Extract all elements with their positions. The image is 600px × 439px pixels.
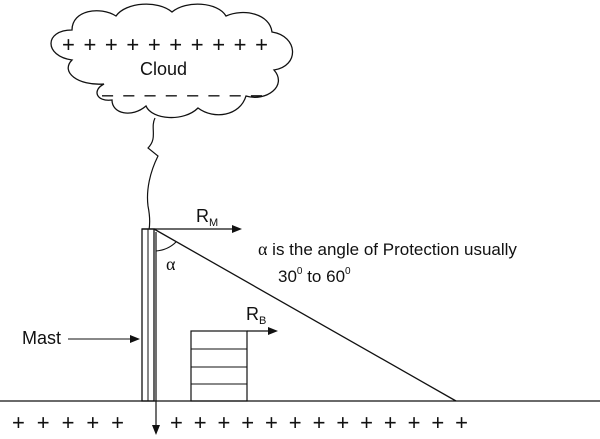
- cloud-top-charges: + + + + + + + + + +: [62, 32, 268, 57]
- protection-note-line1: α is the angle of Protection usually: [258, 239, 517, 259]
- cloud-label: Cloud: [140, 59, 187, 79]
- mast-label: Mast: [22, 328, 61, 348]
- protection-slope: [153, 228, 457, 402]
- ground-charges-right: + + + + + + + + + + + + +: [170, 410, 468, 435]
- cloud-bottom-charges: – – – – – – – –: [102, 84, 263, 106]
- lightning-stroke: [146, 117, 159, 231]
- angle-alpha-label: α: [166, 254, 176, 274]
- cloud-outline: [50, 3, 294, 119]
- rm-arrowhead: [232, 225, 242, 233]
- rm-label: RM: [196, 206, 218, 229]
- building: [190, 330, 248, 402]
- protection-note-line2: 300 to 600: [278, 266, 351, 286]
- mast-pointer-arrowhead: [130, 335, 140, 343]
- ground-charges-left: + + + + +: [12, 410, 124, 435]
- rb-arrowhead: [268, 327, 278, 335]
- angle-arc: [155, 241, 177, 252]
- rb-label: RB: [246, 304, 266, 327]
- down-conductor-arrowhead: [152, 425, 160, 435]
